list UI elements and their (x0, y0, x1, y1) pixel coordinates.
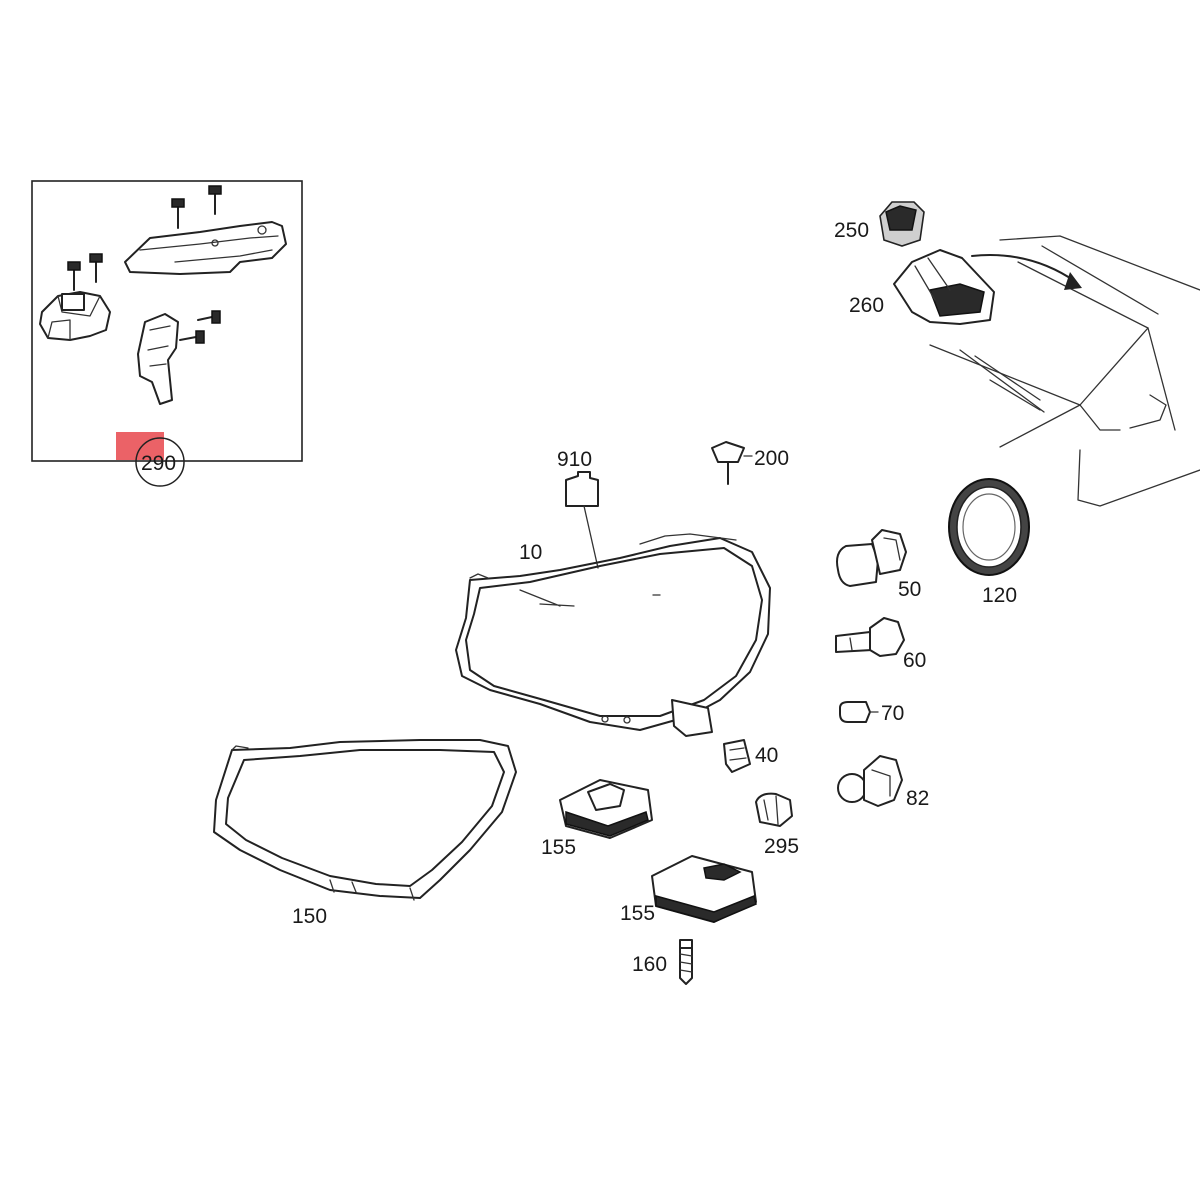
part-label-290: 290 (141, 452, 176, 475)
bulb-part-70: 70 (839, 701, 904, 725)
part-label-40: 40 (755, 744, 778, 767)
part-label-50: 50 (898, 578, 921, 601)
bulb-part-60: 60 (835, 617, 926, 672)
headlamp-frame-part: 150 (213, 739, 517, 928)
cover-plate-part (124, 221, 287, 275)
part-label-910: 910 (557, 448, 592, 471)
sensor-connector-part: 250 (834, 201, 925, 247)
part-label-155-b: 155 (620, 902, 655, 925)
part-label-160: 160 (632, 953, 667, 976)
control-unit-part-a: 155 (541, 779, 653, 859)
part-label-200: 200 (754, 447, 789, 470)
highlight-marker (116, 432, 164, 460)
cap-part-295: 295 (755, 792, 799, 858)
part-label-60: 60 (903, 649, 926, 672)
bulb-part-82: 82 (837, 755, 929, 810)
part-label-155-a: 155 (541, 836, 576, 859)
part-label-250: 250 (834, 219, 869, 242)
part-label-150: 150 (292, 905, 327, 928)
control-unit-part-b: 155 (620, 855, 757, 925)
cap-ring-part: 120 (948, 478, 1030, 607)
part-label-82: 82 (906, 787, 929, 810)
part-label-10: 10 (519, 541, 542, 564)
bracket-part-right (137, 313, 179, 405)
clip-part-40: 40 (723, 739, 778, 773)
bracket-part-left (39, 291, 111, 341)
screw-part-160: 160 (632, 939, 693, 985)
part-label-70: 70 (881, 702, 904, 725)
label-tag-part: 910 (557, 448, 599, 569)
part-label-120: 120 (982, 584, 1017, 607)
inset-box-290: 290 (31, 180, 303, 487)
bolt-part: 200 (711, 441, 789, 485)
part-label-260: 260 (849, 294, 884, 317)
screw-icon (67, 185, 222, 344)
part-label-295: 295 (764, 835, 799, 858)
sensor-housing-part: 260 (849, 249, 1082, 325)
car-silhouette (929, 235, 1200, 507)
headlamp-assembly-part: 10 (455, 533, 771, 737)
label-circle-290 (135, 437, 185, 487)
bulb-part-50: 50 (836, 529, 921, 601)
